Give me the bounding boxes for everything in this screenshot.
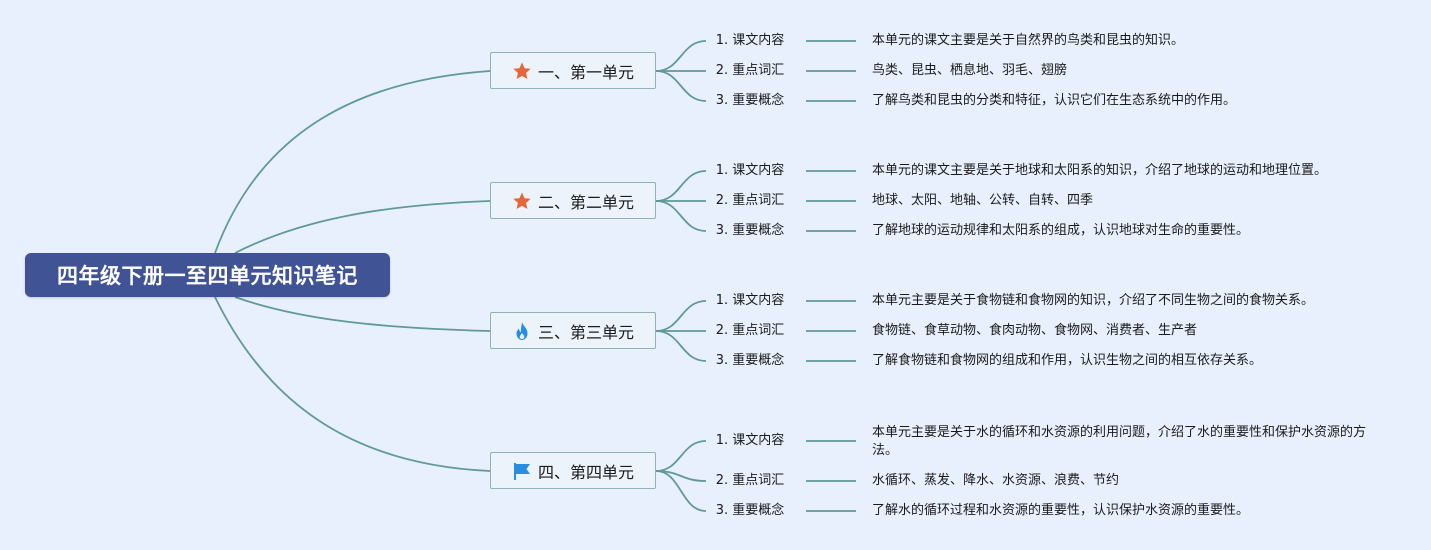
unit-3-label-1[interactable]: 1. 课文内容: [715, 293, 785, 308]
unit-1-topic[interactable]: 一、第一单元: [490, 52, 656, 89]
root-to-unit-1-line: [214, 70, 491, 254]
unit-1-branch-1-line: [655, 40, 707, 72]
unit-4-branch-3-line: [655, 470, 707, 512]
unit-2-label-2[interactable]: 2. 重点词汇: [715, 193, 785, 208]
root-to-unit-3-line: [234, 296, 491, 332]
root-to-unit-4-line: [214, 296, 491, 472]
flag-icon: [512, 461, 532, 481]
unit-2-label-3[interactable]: 3. 重要概念: [715, 223, 785, 238]
star-icon: [512, 61, 532, 81]
unit-3-branch-3-line: [655, 330, 707, 362]
unit-3-label-2[interactable]: 2. 重点词汇: [715, 323, 785, 338]
unit-2-topic[interactable]: 二、第二单元: [490, 182, 656, 219]
unit-1-detail-3[interactable]: 了解鸟类和昆虫的分类和特征，认识它们在生态系统中的作用。: [872, 93, 1237, 108]
unit-4-title: 四、第四单元: [537, 462, 634, 482]
flame-icon: [512, 321, 532, 341]
unit-1-detail-2[interactable]: 鸟类、昆虫、栖息地、羽毛、翅膀: [872, 63, 1068, 78]
unit-3-title: 三、第三单元: [537, 322, 634, 342]
unit-2-branch-3-line: [655, 200, 707, 232]
unit-1-detail-1[interactable]: 本单元的课文主要是关于自然界的鸟类和昆虫的知识。: [872, 33, 1185, 48]
unit-1-label-2[interactable]: 2. 重点词汇: [715, 63, 785, 78]
unit-4-branch-1-line: [655, 440, 707, 472]
unit-1-branch-3-line: [655, 70, 707, 102]
unit-1-label-3[interactable]: 3. 重要概念: [715, 93, 785, 108]
unit-3-detail-2[interactable]: 食物链、食草动物、食肉动物、食物网、消费者、生产者: [872, 323, 1198, 338]
unit-4-topic[interactable]: 四、第四单元: [490, 452, 656, 489]
unit-2-branch-1-line: [655, 170, 707, 202]
unit-4-detail-3[interactable]: 了解水的循环过程和水资源的重要性，认识保护水资源的重要性。: [872, 503, 1250, 518]
unit-2-label-1[interactable]: 1. 课文内容: [715, 163, 785, 178]
root-topic[interactable]: 四年级下册一至四单元知识笔记: [25, 253, 390, 297]
unit-4-label-1[interactable]: 1. 课文内容: [715, 433, 785, 448]
unit-2-title: 二、第二单元: [537, 192, 634, 212]
unit-1-title: 一、第一单元: [537, 62, 634, 82]
unit-3-detail-1[interactable]: 本单元主要是关于食物链和食物网的知识，介绍了不同生物之间的食物关系。: [872, 293, 1315, 308]
unit-4-label-3[interactable]: 3. 重要概念: [715, 503, 785, 518]
unit-3-label-3[interactable]: 3. 重要概念: [715, 353, 785, 368]
unit-2-detail-1[interactable]: 本单元的课文主要是关于地球和太阳系的知识，介绍了地球的运动和地理位置。: [872, 163, 1328, 178]
unit-3-topic[interactable]: 三、第三单元: [490, 312, 656, 349]
unit-1-label-1[interactable]: 1. 课文内容: [715, 33, 785, 48]
root-title: 四年级下册一至四单元知识笔记: [57, 264, 358, 288]
unit-3-detail-3[interactable]: 了解食物链和食物网的组成和作用，认识生物之间的相互依存关系。: [872, 353, 1263, 368]
unit-4-detail-1[interactable]: 本单元主要是关于水的循环和水资源的利用问题，介绍了水的重要性和保护水资源的方法。: [872, 425, 1367, 458]
unit-4-detail-2[interactable]: 水循环、蒸发、降水、水资源、浪费、节约: [872, 473, 1120, 488]
unit-4-label-2[interactable]: 2. 重点词汇: [715, 473, 785, 488]
root-to-unit-2-line: [234, 200, 491, 254]
unit-3-branch-1-line: [655, 300, 707, 332]
unit-2-detail-3[interactable]: 了解地球的运动规律和太阳系的组成，认识地球对生命的重要性。: [872, 223, 1250, 238]
star-icon: [512, 191, 532, 211]
unit-2-detail-2[interactable]: 地球、太阳、地轴、公转、自转、四季: [872, 193, 1094, 208]
